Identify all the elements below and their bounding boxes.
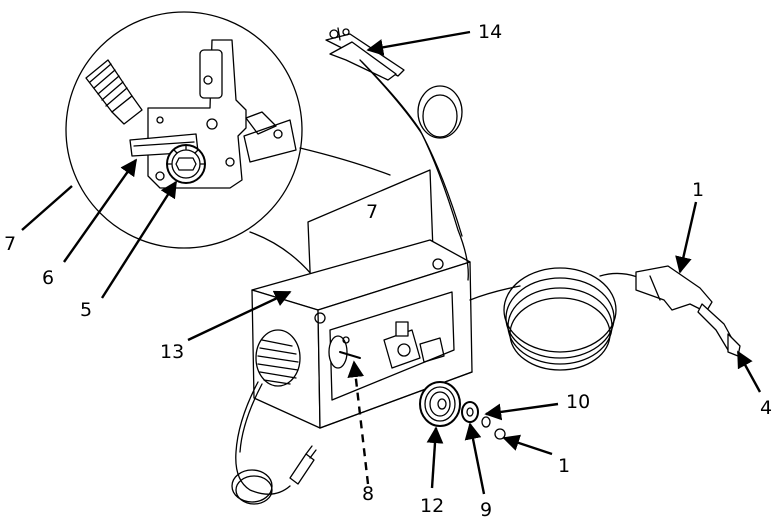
callout-7-left: 7 — [4, 233, 16, 255]
drive-roll — [166, 144, 206, 184]
arrow-9 — [464, 422, 486, 495]
callout-12: 12 — [420, 495, 444, 517]
spool-spindle — [328, 335, 361, 369]
arrow-5 — [100, 180, 178, 299]
ground-cable — [359, 59, 469, 281]
arrow-1-bottom — [502, 434, 553, 456]
callout-8: 8 — [362, 483, 374, 505]
internal-feed-assembly — [383, 321, 445, 369]
callout-6: 6 — [42, 267, 54, 289]
ground-clamp — [325, 27, 405, 81]
torch-cable-coil — [469, 267, 641, 371]
callout-9: 9 — [480, 499, 492, 521]
arrow-13 — [187, 290, 292, 342]
arrow-14 — [366, 30, 471, 56]
arrow-8 — [347, 360, 370, 485]
arrow-1-top — [675, 201, 698, 274]
callout-14: 14 — [478, 21, 502, 43]
callout-13: 13 — [160, 341, 184, 363]
arrow-12 — [426, 426, 444, 489]
mig-torch — [635, 265, 741, 357]
callout-1-top: 1 — [692, 179, 704, 201]
detail-magnifier — [65, 11, 391, 301]
power-cord — [231, 381, 317, 505]
spool-washer — [461, 401, 479, 423]
callout-arrows — [21, 30, 762, 495]
tension-knob — [85, 59, 143, 125]
feed-mechanism — [129, 39, 297, 189]
vent-grille — [255, 329, 301, 387]
spool-cap — [494, 428, 506, 440]
callout-4: 4 — [760, 397, 772, 419]
callout-5: 5 — [80, 299, 92, 321]
arrow-6 — [63, 158, 137, 263]
arrow-10 — [484, 402, 559, 421]
callout-1-bottom: 1 — [558, 455, 570, 477]
callout-7-panel: 7 — [366, 201, 378, 223]
spool-nut — [481, 416, 491, 428]
wire-spool — [419, 381, 461, 427]
arrow-7-left — [21, 185, 73, 231]
callout-labels: 14 1 4 10 1 9 12 8 13 5 6 7 7 — [4, 21, 772, 521]
callout-10: 10 — [566, 391, 590, 413]
arrow-4 — [736, 350, 762, 393]
